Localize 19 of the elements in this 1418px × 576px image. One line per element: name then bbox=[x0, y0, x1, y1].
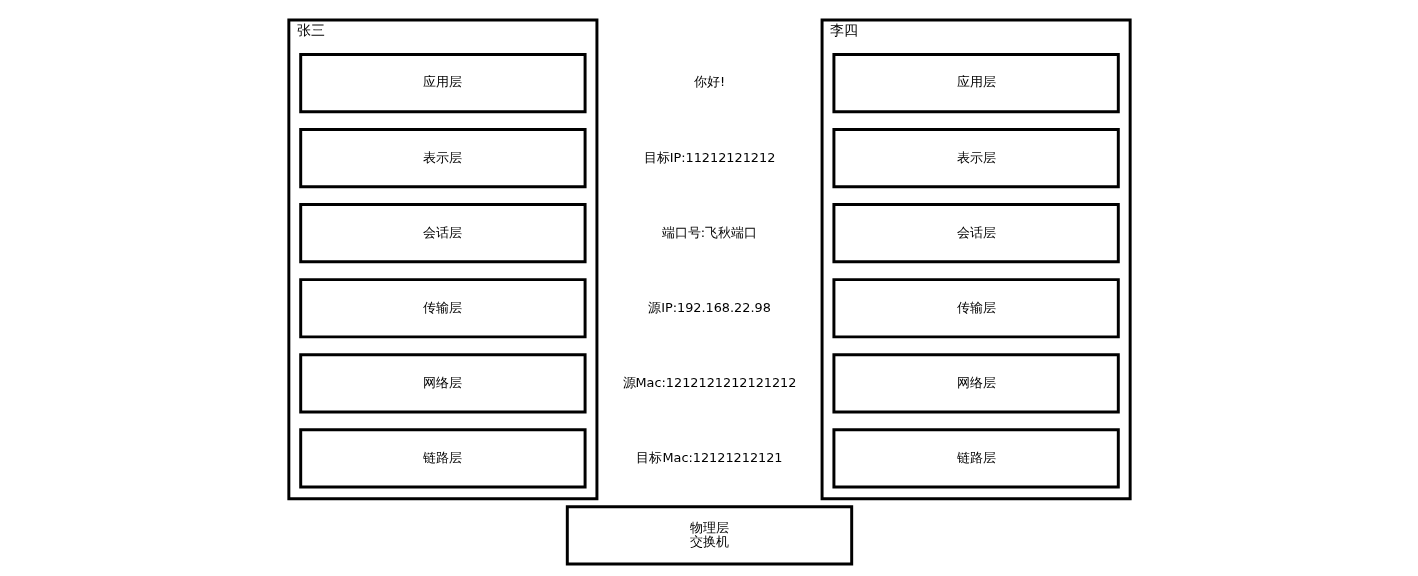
label: 源Mac:1212121212121212 bbox=[622, 374, 796, 390]
node-box: 传输层 bbox=[831, 278, 1120, 339]
node-box: 物理层 交换机 bbox=[565, 505, 853, 566]
node-box: 链路层 bbox=[298, 428, 587, 489]
label: 源IP:192.168.22.98 bbox=[647, 299, 771, 315]
label: 你好! bbox=[693, 74, 725, 90]
label: 端口号:飞秋端口 bbox=[661, 224, 757, 240]
node-box: 网络层 bbox=[298, 353, 587, 414]
node-box: 链路层 bbox=[831, 428, 1120, 489]
node-box: 应用层 bbox=[298, 53, 587, 114]
node-box: 应用层 bbox=[831, 53, 1120, 114]
node-box: 会话层 bbox=[831, 203, 1120, 264]
label: 目标IP:11212121212 bbox=[643, 149, 775, 165]
node-box: 表示层 bbox=[298, 128, 587, 189]
node-box: 网络层 bbox=[831, 353, 1120, 414]
label: 目标Mac:12121212121 bbox=[635, 449, 783, 465]
node-box: 会话层 bbox=[298, 203, 587, 264]
node-box: 传输层 bbox=[298, 278, 587, 339]
node-box: 表示层 bbox=[831, 128, 1120, 189]
